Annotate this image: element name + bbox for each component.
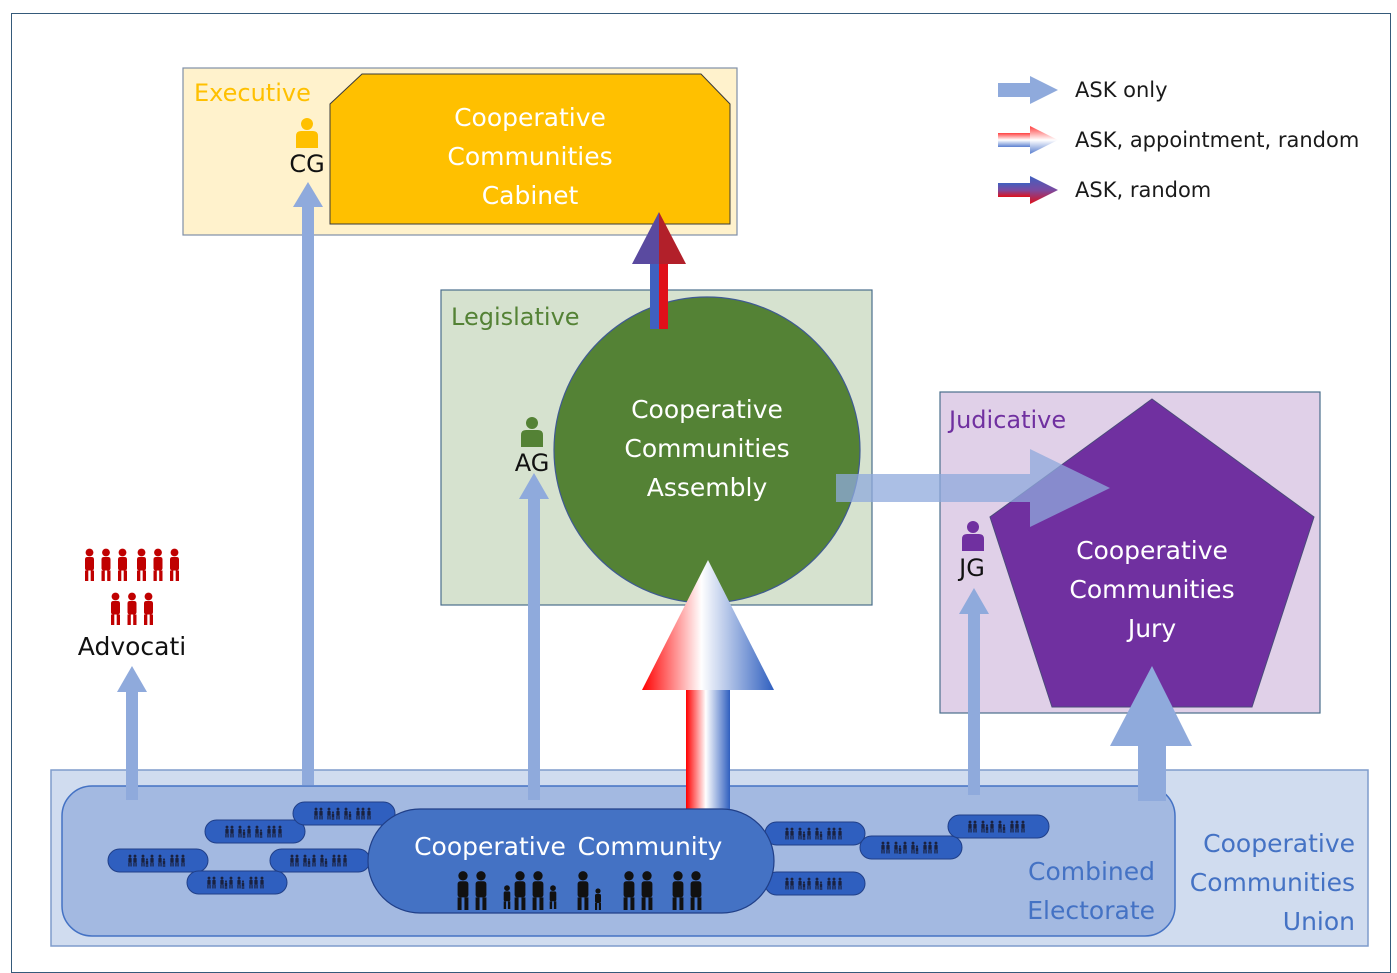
cooperative-community-pill [367, 808, 775, 914]
legend-icons [998, 76, 1058, 204]
advocati-label: Advocati [78, 632, 186, 661]
legend-ask-appointment-random: ASK, appointment, random [1075, 128, 1359, 152]
union-line-3: Union [1283, 907, 1355, 936]
legislative-label: Legislative [451, 303, 580, 331]
assembly-line-2: Communities [624, 434, 789, 463]
community-word-1: Cooperative [414, 832, 566, 861]
small-community-pill [269, 848, 371, 873]
assembly-to-jury-arrow [836, 449, 1110, 527]
community-word-2: Community [578, 832, 723, 861]
small-community-pill [204, 819, 306, 844]
small-community-pill [764, 821, 866, 846]
union-line-1: Cooperative [1203, 829, 1355, 858]
cabinet-shape [329, 73, 731, 225]
cabinet-line-2: Communities [447, 142, 612, 171]
ask-only-arrows [117, 182, 1192, 801]
union-line-2: Communities [1190, 868, 1355, 897]
jury-line-1: Cooperative [1076, 536, 1228, 565]
legend-ask-random: ASK, random [1075, 178, 1211, 202]
jury-line-3: Jury [1126, 614, 1176, 643]
electorate-line-2: Electorate [1027, 896, 1155, 925]
executive-label: Executive [194, 79, 311, 107]
legend-ask-only: ASK only [1075, 78, 1168, 102]
small-community-pill [186, 870, 288, 895]
assembly-to-cabinet-arrow [632, 212, 686, 329]
cabinet-line-1: Cooperative [454, 103, 606, 132]
guardian-jg-label: JG [957, 554, 985, 582]
small-community-pill [764, 871, 866, 896]
guardian-cg-label: CG [289, 150, 324, 178]
small-community-pill [947, 814, 1050, 839]
small-community-pill [107, 848, 209, 873]
community-to-assembly-arrow [642, 560, 774, 820]
judicative-label: Judicative [947, 406, 1066, 434]
small-communities [107, 801, 1050, 896]
cabinet-line-3: Cabinet [482, 181, 579, 210]
guardian-ag-label: AG [515, 449, 550, 477]
assembly-line-3: Assembly [647, 473, 768, 502]
advocati-icon [85, 549, 179, 625]
assembly-line-1: Cooperative [631, 395, 783, 424]
jury-line-2: Communities [1069, 575, 1234, 604]
electorate-line-1: Combined [1028, 857, 1155, 886]
small-community-pill [859, 835, 963, 860]
small-community-pill [292, 801, 396, 826]
